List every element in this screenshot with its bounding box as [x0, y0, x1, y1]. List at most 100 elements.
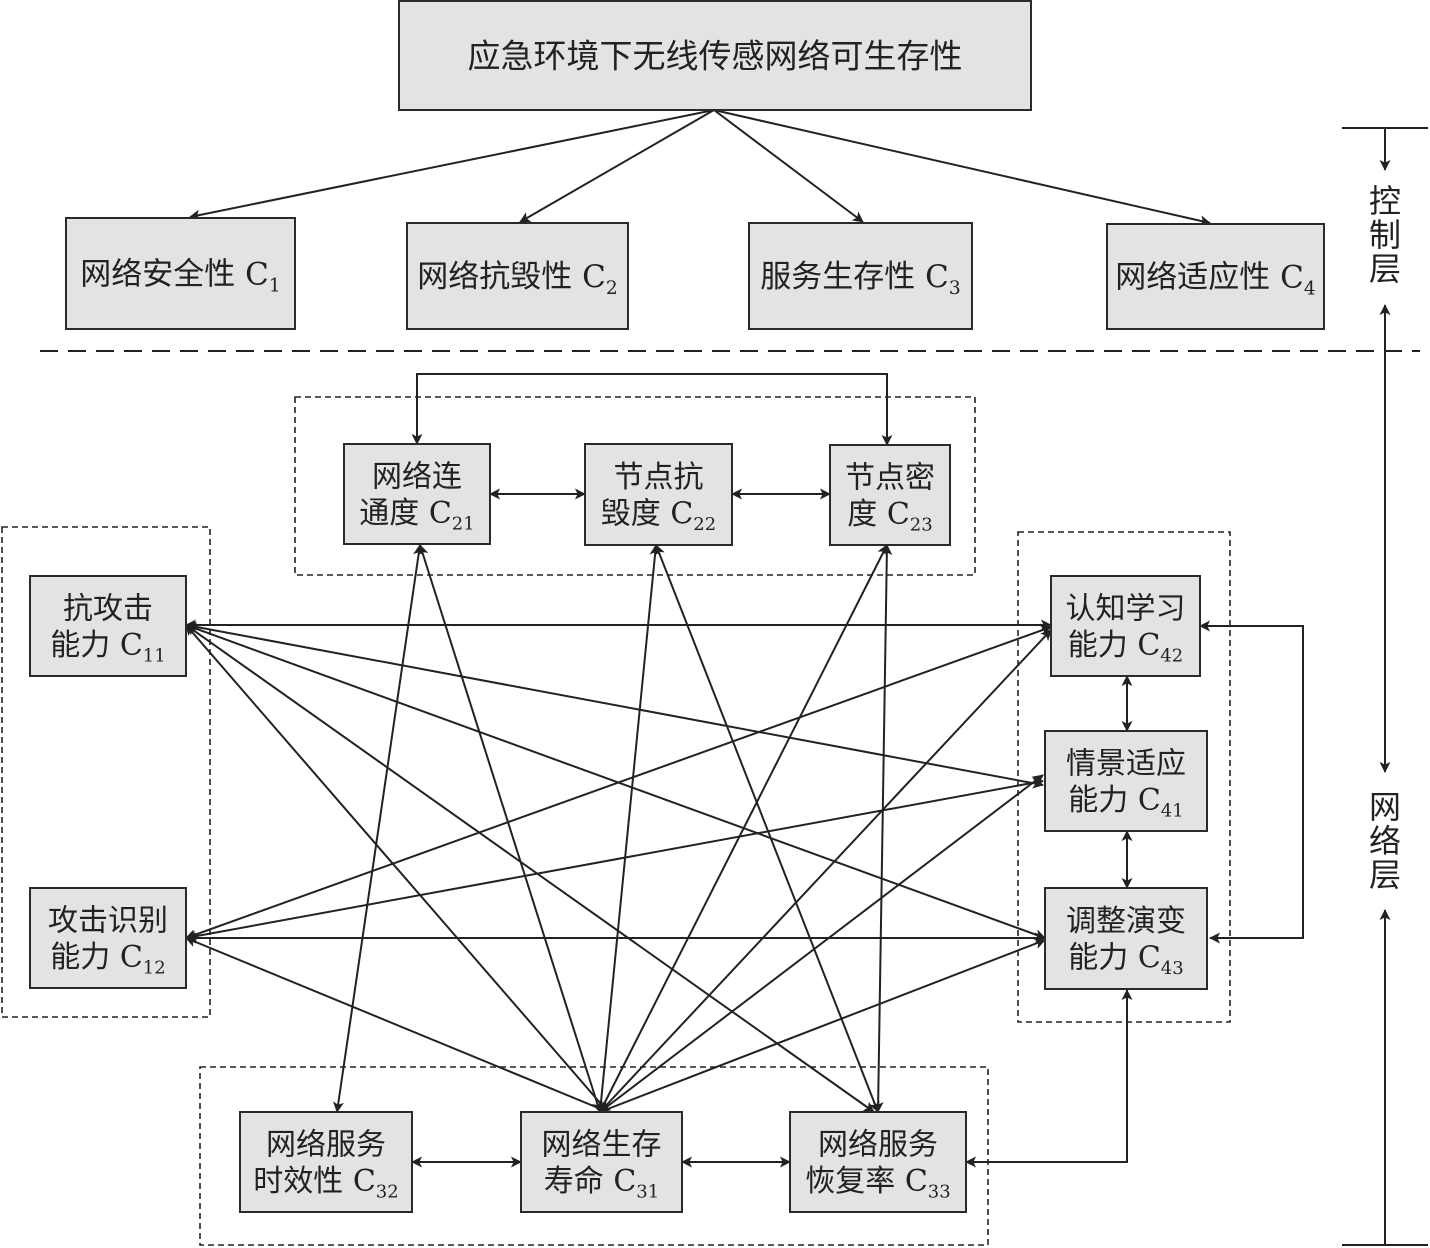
node-label-subscript: 41 — [1161, 801, 1184, 822]
node-label-subscript: 12 — [143, 958, 166, 979]
edge-root-c3 — [713, 109, 864, 223]
node-box — [1050, 575, 1201, 677]
edge-c31-c21 — [417, 544, 603, 1113]
node-label-text: 攻击识别 — [48, 904, 168, 939]
node-box — [789, 1111, 967, 1213]
edge-c22-c33 — [654, 544, 880, 1113]
node-c2: 网络抗毁性 C2 — [406, 222, 629, 330]
node-label-text: 能力 C — [1068, 783, 1161, 818]
node-label-subscript: 22 — [693, 514, 716, 535]
node-box — [520, 1111, 683, 1213]
node-label-text: 认知学习 — [1066, 592, 1186, 627]
node-label-line: 节点密 — [845, 461, 935, 496]
node-label-text: 网络连 — [372, 460, 462, 495]
edge-c42-c43-loop — [1199, 620, 1304, 944]
node-label-line: 调整演变 — [1066, 904, 1186, 939]
node-box — [343, 443, 491, 545]
node-label-line: 网络适应性 C4 — [1115, 260, 1315, 300]
node-label-line: 抗攻击 — [63, 592, 153, 627]
node-box — [65, 217, 296, 330]
node-label-line: 网络服务 — [818, 1128, 938, 1163]
node-label-text: 服务生存性 C — [760, 259, 949, 295]
node-box — [398, 0, 1032, 111]
node-label-text: 能力 C — [50, 940, 143, 975]
node-label-text: 网络服务 — [818, 1128, 938, 1163]
node-label-line: 能力 C12 — [50, 940, 165, 979]
node-label-line: 网络生存 — [542, 1128, 662, 1163]
node-label-line: 寿命 C31 — [544, 1164, 659, 1203]
node-label-line: 能力 C42 — [1068, 628, 1183, 667]
node-box — [29, 575, 187, 677]
node-label-line: 能力 C11 — [50, 628, 165, 667]
node-label-subscript: 11 — [143, 646, 166, 667]
node-c1: 网络安全性 C1 — [65, 217, 296, 330]
node-label-text: 网络生存 — [542, 1128, 662, 1163]
node-box — [406, 222, 629, 330]
edge-root-c1 — [189, 109, 715, 221]
edge-c12-c31 — [185, 936, 609, 1114]
nodes: 应急环境下无线传感网络可生存性 网络安全性 C1 网络抗毁性 C2 服务生存性 … — [29, 0, 1325, 1213]
node-label-text: 应急环境下无线传感网络可生存性 — [468, 36, 963, 75]
control-layer-char-1: 控 — [1369, 182, 1401, 220]
node-label-line: 网络服务 — [266, 1128, 386, 1163]
node-label-line: 能力 C43 — [1068, 941, 1183, 980]
node-label-line: 认知学习 — [1066, 592, 1186, 627]
node-label-text: 网络服务 — [266, 1128, 386, 1163]
node-root: 应急环境下无线传感网络可生存性 — [398, 0, 1032, 111]
node-label-text: 恢复率 C — [805, 1164, 928, 1199]
node-label-line: 网络安全性 C1 — [80, 257, 280, 297]
node-label-text: 节点抗 — [614, 460, 704, 495]
edge-c11-c41 — [185, 621, 1044, 789]
edge-root-c2 — [519, 109, 715, 223]
node-label-subscript: 1 — [269, 275, 281, 296]
node-label-text: 时效性 C — [253, 1164, 376, 1199]
node-c3: 服务生存性 C3 — [748, 222, 973, 330]
node-label-line: 服务生存性 C3 — [760, 259, 960, 299]
network-layer-char-2: 络 — [1369, 822, 1401, 860]
node-box — [584, 443, 733, 546]
network-layer-char-3: 层 — [1369, 856, 1401, 894]
network-layer-char-1: 网 — [1369, 788, 1401, 826]
node-label-text: 网络安全性 C — [80, 257, 269, 293]
node-box — [748, 222, 973, 330]
control-layer-char-3: 层 — [1369, 250, 1401, 288]
node-label-text: 网络适应性 C — [1115, 260, 1304, 296]
node-label-line: 毁度 C22 — [601, 497, 716, 536]
node-box — [829, 444, 951, 546]
node-label-text: 网络抗毁性 C — [417, 259, 606, 295]
node-label-text: 度 C — [847, 497, 910, 532]
node-label-line: 应急环境下无线传感网络可生存性 — [468, 36, 963, 75]
node-label-text: 能力 C — [1068, 628, 1161, 663]
control-layer-char-2: 制 — [1369, 216, 1401, 254]
node-label-line: 时效性 C32 — [253, 1164, 398, 1203]
node-label-text: 能力 C — [50, 628, 143, 663]
node-label-text: 情景适应 — [1066, 747, 1186, 782]
node-label-line: 情景适应 — [1066, 747, 1186, 782]
edge-c12-c41 — [185, 777, 1044, 942]
node-label-line: 攻击识别 — [48, 904, 168, 939]
edge-c33-c43 — [965, 989, 1133, 1168]
layer-indicator: 控 制 层 网 络 层 — [1342, 127, 1428, 1246]
node-label-text: 通度 C — [359, 496, 452, 531]
edges — [185, 109, 1304, 1168]
node-label-subscript: 42 — [1160, 646, 1183, 667]
node-label-line: 度 C23 — [847, 497, 932, 536]
node-label-text: 能力 C — [1068, 941, 1161, 976]
node-label-subscript: 33 — [928, 1182, 951, 1203]
node-label-text: 调整演变 — [1066, 904, 1186, 939]
edge-c31-c42 — [599, 629, 1052, 1113]
edge-c12-c42 — [185, 625, 1052, 940]
node-box — [1106, 223, 1325, 330]
node-label-subscript: 23 — [910, 515, 933, 536]
edge-c11-c33 — [185, 624, 875, 1113]
